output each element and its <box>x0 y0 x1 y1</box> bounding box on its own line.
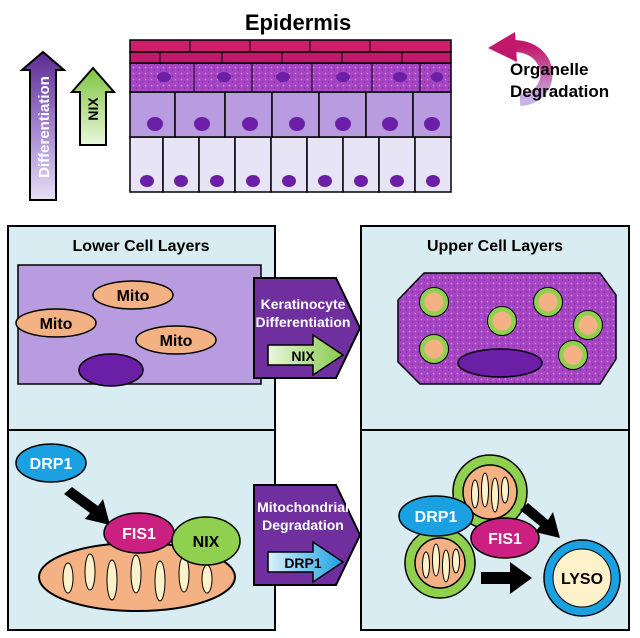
mito-label: Mito <box>40 316 73 333</box>
nucleus <box>78 353 144 387</box>
panel-fission-machinery: DRP1 FIS1 NIX <box>7 429 276 631</box>
keratinocyte-line1: Keratinocyte <box>261 296 346 312</box>
differentiation-label: Differentiation <box>36 76 53 178</box>
mito-1: Mito <box>92 280 174 310</box>
engulfed-mito-ring <box>419 287 603 370</box>
lyso-label: LYSO <box>561 571 603 588</box>
nucleus <box>457 348 543 378</box>
organelle-label-line1: Organelle <box>510 60 588 79</box>
mito-deg-line1: Mitochondrial <box>257 499 349 515</box>
differentiation-arrow: Differentiation <box>19 50 67 201</box>
nix-label: NIX <box>193 534 220 551</box>
cornified-layer <box>129 39 452 64</box>
panel-upper-cell-layers: Upper Cell Layers <box>360 225 630 431</box>
lower-title: Lower Cell Layers <box>73 238 210 255</box>
engulfed-mitochondrion-bottom <box>404 527 476 599</box>
upper-title: Upper Cell Layers <box>427 238 563 255</box>
mito-deg-line2: Degradation <box>262 517 344 533</box>
panel-lower-cell-layers: Lower Cell Layers Mito Mito Mito <box>7 225 276 431</box>
keratinocyte-differentiation-arrow: Keratinocyte Differentiation NIX <box>253 277 362 379</box>
nix-arrow-label: NIX <box>291 348 315 364</box>
mitochondrial-degradation-arrow: Mitochondrial Degradation DRP1 <box>253 484 362 586</box>
drp1-arrow-label: DRP1 <box>284 555 322 571</box>
drp1-label: DRP1 <box>30 456 73 473</box>
drp1-protein: DRP1 <box>398 495 474 537</box>
drp1-label: DRP1 <box>415 509 458 526</box>
to-lyso-arrow-1 <box>520 503 560 538</box>
fis1-protein: FIS1 <box>103 512 175 554</box>
keratinocyte-line2: Differentiation <box>256 314 351 330</box>
mito-3: Mito <box>135 325 217 355</box>
fis1-label: FIS1 <box>488 531 522 548</box>
mito-label: Mito <box>117 288 150 305</box>
mito-2: Mito <box>15 308 97 338</box>
nix-protein: NIX <box>171 516 241 566</box>
fis1-protein: FIS1 <box>470 517 540 559</box>
organelle-label-line2: Degradation <box>510 82 609 101</box>
nix-up-arrow: NIX <box>69 66 117 146</box>
nix-up-label: NIX <box>85 97 101 121</box>
granular-layer <box>129 62 452 93</box>
drp1-protein: DRP1 <box>15 443 87 483</box>
recruit-arrow <box>64 487 110 525</box>
lysosome: LYSO <box>543 539 621 617</box>
basal-layer <box>129 136 452 193</box>
epidermis-tissue <box>129 39 452 193</box>
organelle-degradation-arrow <box>488 32 553 106</box>
spinous-layer <box>129 91 452 138</box>
mito-label: Mito <box>160 333 193 350</box>
panel-mitophagy: DRP1 FIS1 LYSO <box>360 429 630 631</box>
fis1-label: FIS1 <box>122 526 156 543</box>
epidermis-title: Epidermis <box>245 10 351 35</box>
to-lyso-arrow-2 <box>481 562 532 594</box>
